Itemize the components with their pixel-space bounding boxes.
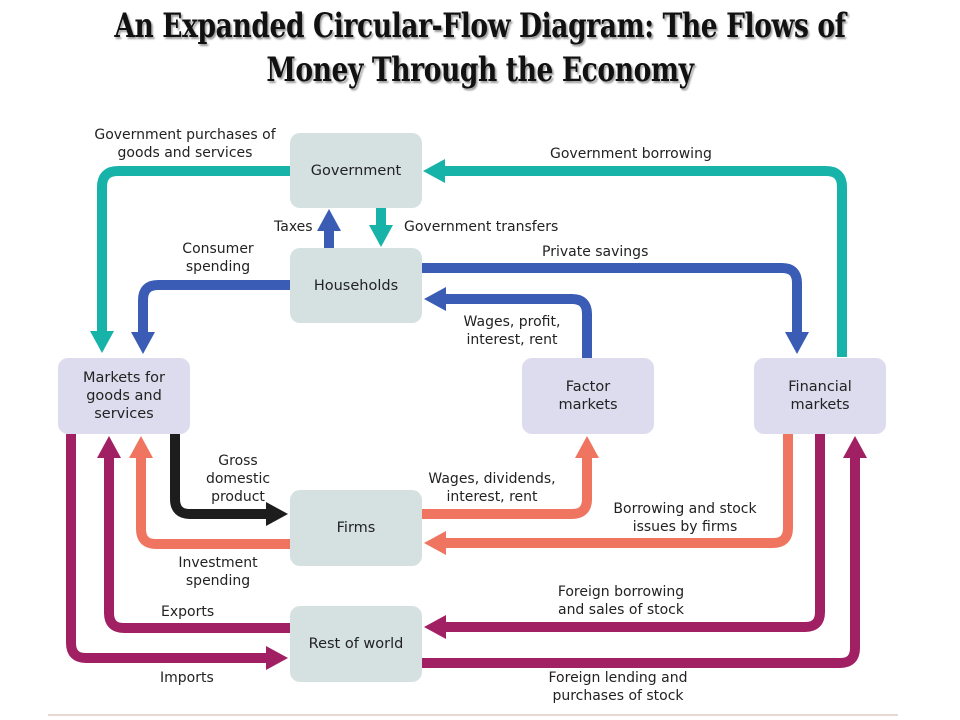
government-box: Government [290,133,422,208]
label-wages-profit: Wages, profit, interest, rent [463,314,561,348]
arrow-investment-spending [129,436,290,549]
markets-goods-label: Markets for goods and services [83,370,165,422]
label-foreign-lending: Foreign lending and purchases of stock [548,670,688,704]
arrow-imports [66,434,288,670]
diagram-title: An Expanded Circular-Flow Diagram: The F… [114,6,846,90]
footer-divider [48,714,898,716]
financial-markets-label: Financial markets [788,379,852,413]
arrow-foreign-borrowing [424,434,825,639]
rest-of-world-label: Rest of world [308,636,404,652]
label-gov-purchases: Government purchases of goods and servic… [94,127,276,161]
arrow-consumer-spending [131,280,290,354]
factor-markets-box: Factor markets [522,358,654,434]
label-taxes: Taxes [274,219,313,235]
firms-label: Firms [336,520,376,536]
markets-goods-box: Markets for goods and services [58,358,190,434]
arrow-gdp [170,434,288,526]
label-borrowing-stock: Borrowing and stock issues by firms [613,501,757,535]
label-foreign-borrowing: Foreign borrowing and sales of stock [557,584,685,618]
government-label: Government [310,162,402,179]
label-gdp: Gross domestic product [205,453,271,505]
arrow-exports [97,436,290,633]
label-exports: Exports [161,604,215,620]
households-label: Households [313,277,399,294]
households-box: Households [290,248,422,323]
factor-markets-label: Factor markets [558,379,618,413]
arrow-private-savings [422,263,809,354]
firms-box: Firms [290,490,422,566]
label-gov-transfers: Government transfers [404,219,559,235]
label-wages-dividends: Wages, dividends, interest, rent [428,471,556,505]
rest-of-world-box: Rest of world [290,606,422,682]
arrow-gov-purchases [90,166,290,353]
arrow-wages-dividends [422,436,599,519]
arrow-foreign-lending [422,436,867,668]
arrow-gov-borrowing [423,159,847,357]
label-private-savings: Private savings [542,244,649,260]
arrow-wages-profit [424,287,592,358]
label-imports: Imports [160,670,214,686]
label-consumer-spending: Consumer spending [182,241,254,275]
arrow-borrowing-stock [424,434,793,555]
financial-markets-box: Financial markets [754,358,886,434]
label-investment-spending: Investment spending [178,555,258,589]
label-gov-borrowing: Government borrowing [550,146,712,162]
